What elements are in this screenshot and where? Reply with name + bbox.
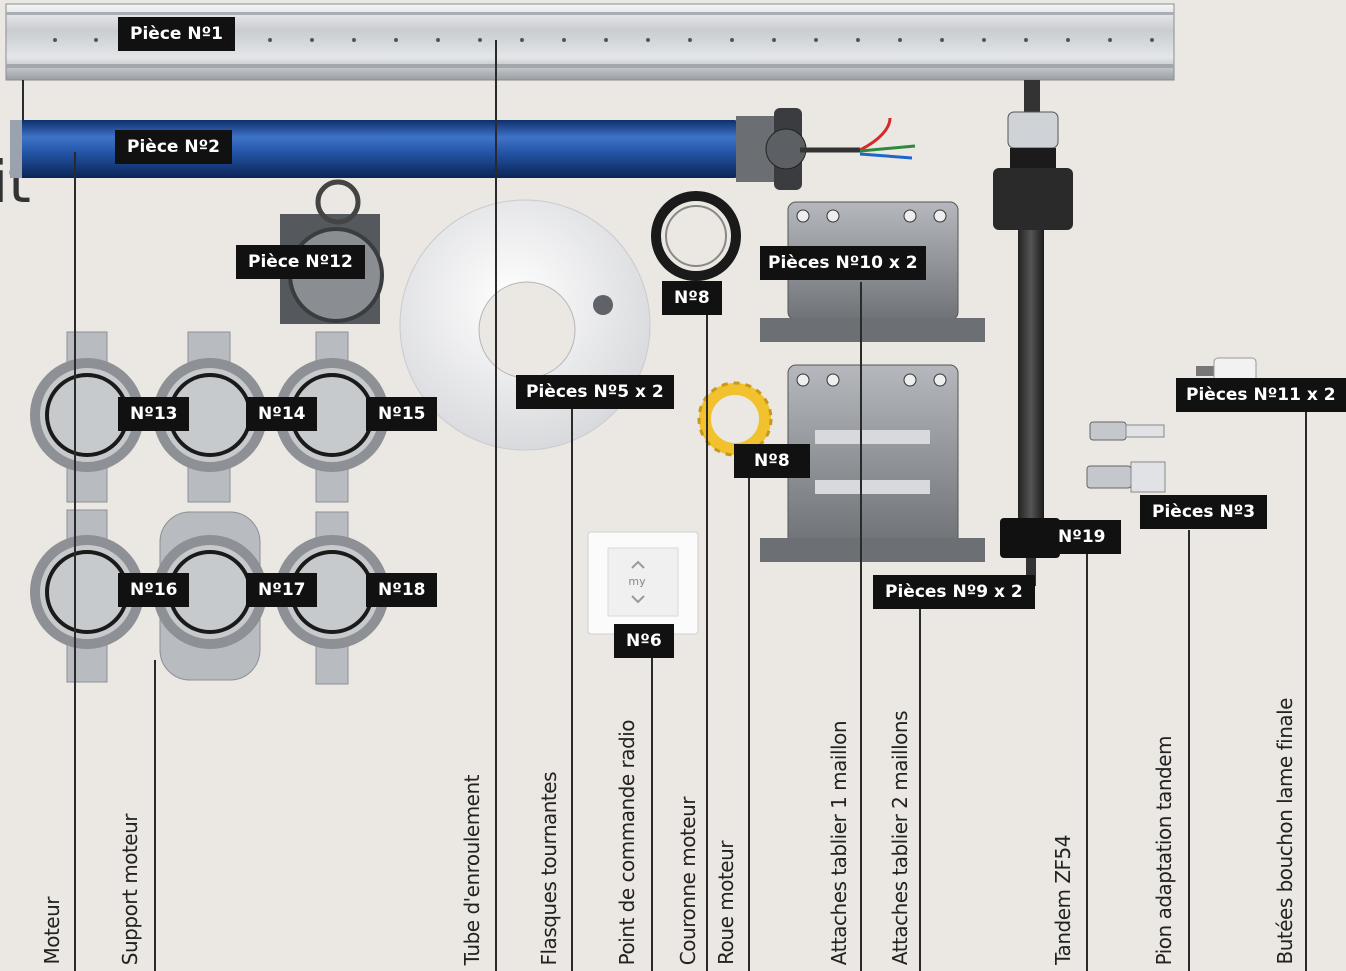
caption-moteur: Moteur [40,897,64,965]
leader-pion [1188,530,1190,971]
leader-moteur [74,152,76,971]
label-piece-2: Pièce Nº2 [115,130,232,164]
leader-attache1 [860,282,862,971]
rotating-flange-disc [399,199,651,451]
pion-adaptation-tandem [1086,421,1166,493]
label-piece-12: Pièce Nº12 [236,245,365,279]
caption-pion: Pion adaptation tandem [1152,735,1176,965]
label-piece-5: Pièces Nº5 x 2 [516,375,674,409]
radio-remote-control: my [587,531,699,635]
tandem-zf54 [993,80,1073,586]
label-piece-17: Nº17 [246,573,318,607]
leader-tandem [1086,554,1088,971]
leader-tube [495,40,497,971]
caption-butees: Butées bouchon lame finale [1273,698,1297,965]
label-piece-10: Pièces Nº10 x 2 [760,246,926,280]
leader-couronne [706,310,708,971]
caption-tube-enroulement: Tube d'enroulement [460,774,484,965]
leader-commande [651,656,653,971]
caption-attache-2: Attaches tablier 2 maillons [888,710,912,965]
attache-2-maillons [760,364,985,562]
remote-my-text: my [628,575,646,588]
label-piece-15: Nº15 [366,397,438,431]
label-piece-14: Nº14 [246,397,318,431]
label-piece-8-wheel: Nº8 [734,444,810,478]
caption-flasques: Flasques tournantes [537,771,561,966]
leader-left-edge [22,80,24,120]
leader-attache2 [919,605,921,971]
label-piece-16: Nº16 [118,573,190,607]
leader-support [154,660,156,971]
label-piece-11: Pièces Nº11 x 2 [1176,378,1346,412]
caption-couronne: Couronne moteur [676,796,700,965]
caption-support-moteur: Support moteur [118,813,142,965]
caption-tandem: Tandem ZF54 [1051,835,1075,965]
label-piece-18: Nº18 [366,573,438,607]
caption-attache-1: Attaches tablier 1 maillon [827,720,851,965]
leader-roue [748,475,750,971]
label-piece-19: Nº19 [1042,520,1122,554]
label-piece-6: Nº6 [614,624,674,658]
label-piece-8-ring: Nº8 [662,281,722,315]
motor-support-grid [30,331,389,685]
label-piece-3: Pièces Nº3 [1140,495,1268,529]
leader-flasques [571,408,573,971]
caption-commande-radio: Point de commande radio [615,719,639,965]
motor-crown-ring [651,191,741,281]
label-piece-1: Pièce Nº1 [118,17,235,51]
caption-roue: Roue moteur [714,841,738,965]
label-piece-13: Nº13 [118,397,190,431]
leader-butees [1305,406,1307,971]
label-piece-9: Pièces Nº9 x 2 [873,575,1035,609]
